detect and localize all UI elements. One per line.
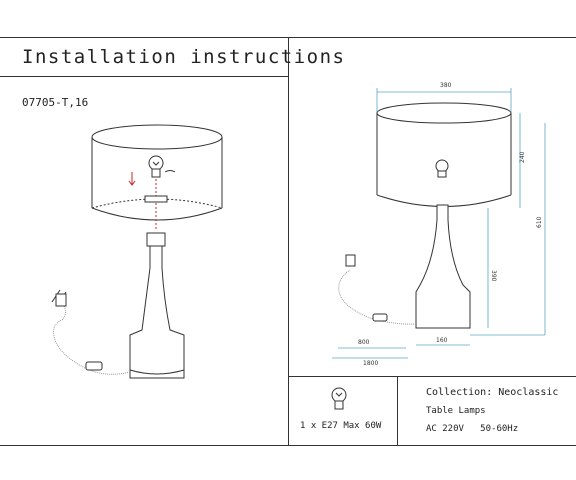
lamp-socket (146, 232, 166, 247)
dim-shade-height: 240 (519, 151, 526, 163)
lamp-body-right (415, 204, 471, 329)
title-underline (0, 76, 288, 77)
down-arrow-icon (128, 172, 136, 186)
spec-bulb-icon (331, 387, 347, 410)
power-cord-right (338, 269, 417, 325)
model-number: 07705-T,16 (22, 96, 89, 109)
dim-base-height: 390 (490, 270, 497, 282)
category-label: Table Lamps (426, 406, 486, 416)
bulb-spec: 1 x E27 Max 60W (300, 421, 382, 431)
page-title: Installation instructions (22, 46, 346, 68)
center-divider (288, 37, 289, 445)
bulb-right-icon (435, 159, 449, 178)
power-label: AC 220V 50-60Hz (426, 424, 519, 434)
power-cord (53, 299, 131, 375)
lamp-body (129, 245, 185, 379)
spec-box-divider (397, 376, 398, 445)
lamp-shade-right (376, 102, 512, 207)
spec-box-top (288, 376, 576, 377)
plug-right-icon (345, 254, 356, 267)
rotate-arrow-icon (164, 170, 176, 173)
collection-label: Collection: Neoclassic (426, 387, 559, 398)
switch-right-icon (372, 313, 388, 322)
dim-cord-1: 800 (358, 339, 370, 346)
dim-shade-width: 380 (440, 82, 452, 89)
switch-icon (85, 361, 103, 371)
dimension-lines (332, 88, 546, 359)
shade-ring (144, 195, 168, 203)
plug-icon (55, 293, 67, 307)
dim-cord-2: 1800 (363, 360, 378, 367)
dim-base-width: 160 (436, 337, 448, 344)
bulb-icon (148, 155, 164, 178)
bottom-border (0, 445, 576, 446)
dim-total-height: 610 (536, 216, 543, 228)
